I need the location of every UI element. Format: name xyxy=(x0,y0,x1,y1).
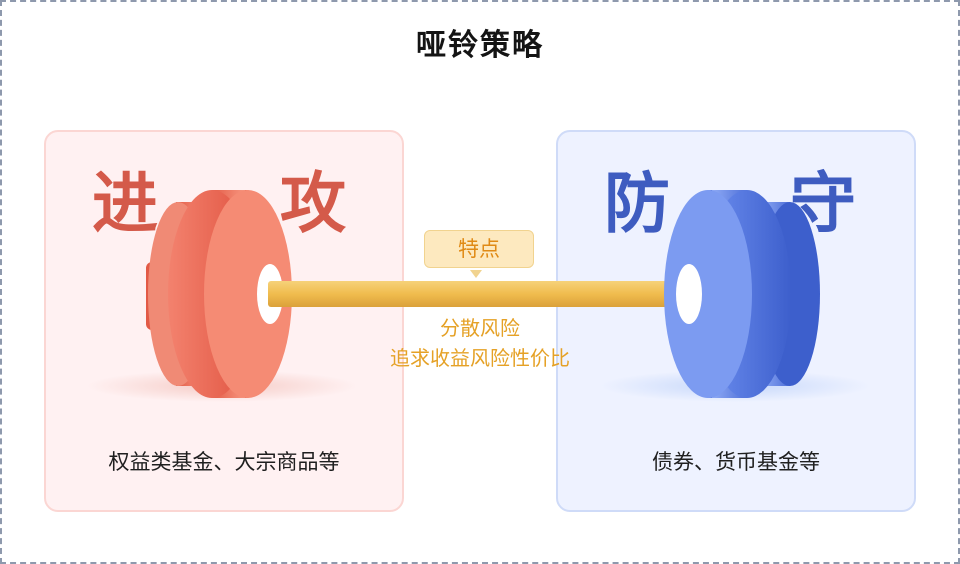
attack-weight xyxy=(146,190,292,398)
feature-badge: 特点 xyxy=(424,230,534,268)
attack-char-1: 进 xyxy=(92,164,158,242)
attack-char-2: 攻 xyxy=(280,164,346,242)
badge-pointer xyxy=(470,270,482,278)
defense-caption: 债券、货币基金等 xyxy=(652,450,820,474)
attack-caption: 权益类基金、大宗商品等 xyxy=(108,450,340,474)
feature-line-2: 追求收益风险性价比 xyxy=(390,346,570,370)
dumbbell-bar xyxy=(268,281,692,307)
defense-char-1: 防 xyxy=(604,164,670,242)
diagram-title: 哑铃策略 xyxy=(416,28,544,63)
defense-weight xyxy=(664,190,820,398)
feature-line-1: 分散风险 xyxy=(440,316,520,340)
